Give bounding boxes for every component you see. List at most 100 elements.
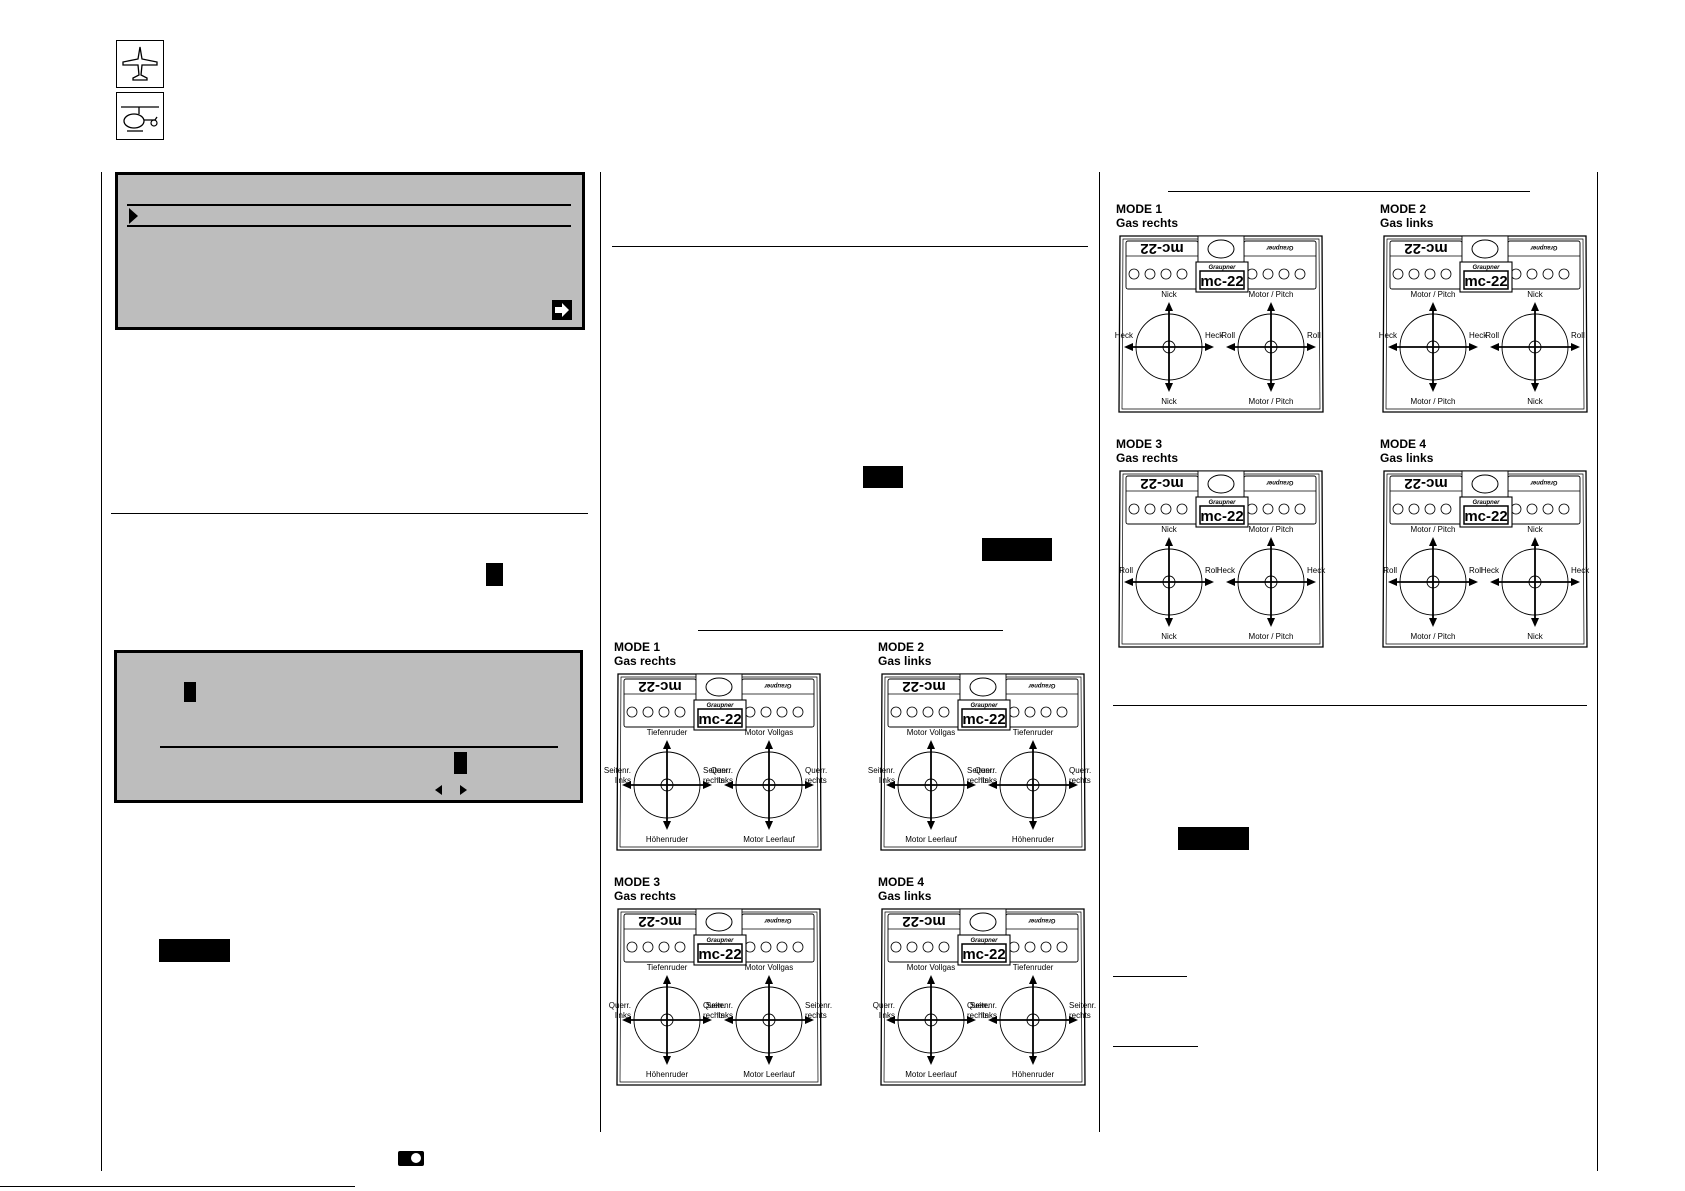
stick-label-left: Seitenr. bbox=[706, 1001, 733, 1010]
stick-label-right: Querr. bbox=[967, 1001, 989, 1010]
brand-label-inverted: mc-22 bbox=[902, 913, 945, 930]
stick-label-right: rechts bbox=[1069, 776, 1091, 785]
brand-top-label: Graupner bbox=[706, 938, 734, 944]
stick-label-left: Heck bbox=[1217, 566, 1236, 575]
brand-top-label: Graupner bbox=[1208, 500, 1236, 506]
stick-label-right: rechts bbox=[805, 776, 827, 785]
underline bbox=[1113, 1046, 1198, 1047]
stick-label-bottom: Höhenruder bbox=[1012, 835, 1055, 844]
stick-label-top: Motor Vollgas bbox=[907, 728, 955, 737]
stick-label-top: Motor / Pitch bbox=[1249, 290, 1294, 299]
brand-label: mc-22 bbox=[962, 946, 1005, 963]
stick-label-left: Roll bbox=[1485, 331, 1499, 340]
stick-label-left: Roll bbox=[1119, 566, 1133, 575]
stick-label-right: Heck bbox=[1571, 566, 1590, 575]
control-stick-gimbal bbox=[1124, 302, 1214, 392]
stick-label-left: Seitenr. bbox=[970, 1001, 997, 1010]
stick-label-top: Nick bbox=[1161, 290, 1178, 299]
stick-label-top: Nick bbox=[1161, 525, 1178, 534]
brand-top-label: Graupner bbox=[1208, 265, 1236, 271]
key-symbol bbox=[486, 563, 503, 586]
footer-rule bbox=[0, 1186, 355, 1187]
brand-label-inverted: mc-22 bbox=[638, 678, 681, 695]
stick-label-top: Motor / Pitch bbox=[1411, 290, 1456, 299]
control-stick-gimbal bbox=[724, 975, 814, 1065]
stick-label-right: Heck bbox=[1307, 566, 1326, 575]
control-stick-gimbal bbox=[724, 740, 814, 830]
stick-label-right: rechts bbox=[805, 1011, 827, 1020]
brand-label: mc-22 bbox=[698, 711, 741, 728]
arrow-left-icon[interactable] bbox=[435, 785, 442, 795]
stick-label-top: Tiefenruder bbox=[647, 963, 688, 972]
brand-top-inverted: Graupner bbox=[764, 682, 792, 688]
brand-label-inverted: mc-22 bbox=[1404, 240, 1447, 257]
stick-label-bottom: Nick bbox=[1161, 397, 1178, 406]
control-stick-gimbal bbox=[886, 975, 976, 1065]
control-stick-gimbal bbox=[1388, 537, 1478, 627]
next-arrow-icon[interactable] bbox=[552, 300, 572, 320]
control-stick-gimbal bbox=[1124, 537, 1214, 627]
stick-label-bottom: Motor / Pitch bbox=[1249, 397, 1294, 406]
control-stick-gimbal bbox=[1490, 537, 1580, 627]
stick-label-bottom: Höhenruder bbox=[1012, 1070, 1055, 1079]
stick-label-right: Heck bbox=[1469, 331, 1488, 340]
section-divider bbox=[1113, 705, 1587, 706]
brand-top-label: Graupner bbox=[1472, 265, 1500, 271]
lcd-display-mode-menu bbox=[115, 172, 585, 330]
throttle-side-label: Gas rechts bbox=[614, 654, 677, 668]
stick-label-right: rechts bbox=[967, 776, 989, 785]
stick-label-left: Roll bbox=[1383, 566, 1397, 575]
stick-label-right: Roll bbox=[1307, 331, 1321, 340]
column-rule bbox=[1099, 172, 1100, 1132]
brand-top-label: Graupner bbox=[970, 703, 998, 709]
stick-label-bottom: Motor Leerlauf bbox=[905, 835, 957, 844]
stick-label-top: Motor / Pitch bbox=[1249, 525, 1294, 534]
stick-label-bottom: Motor Leerlauf bbox=[743, 835, 795, 844]
mode-title: MODE 4 bbox=[878, 875, 925, 889]
mode-title: MODE 4 bbox=[1380, 437, 1427, 451]
brand-label-inverted: mc-22 bbox=[1404, 475, 1447, 492]
mode-title: MODE 2 bbox=[1380, 202, 1427, 216]
brand-label: mc-22 bbox=[1200, 273, 1243, 290]
stick-label-left: links bbox=[879, 1011, 895, 1020]
stick-label-right: Seitenr. bbox=[805, 1001, 832, 1010]
key-symbol bbox=[863, 466, 903, 488]
control-stick-gimbal bbox=[1226, 302, 1316, 392]
brand-label-inverted: mc-22 bbox=[1140, 475, 1183, 492]
battery-icon bbox=[398, 1151, 424, 1166]
control-stick-gimbal bbox=[886, 740, 976, 830]
underline bbox=[1113, 976, 1187, 977]
control-stick-gimbal bbox=[622, 975, 712, 1065]
throttle-side-label: Gas links bbox=[878, 889, 932, 903]
brand-label: mc-22 bbox=[962, 711, 1005, 728]
stick-label-top: Tiefenruder bbox=[1013, 963, 1054, 972]
brand-top-inverted: Graupner bbox=[1266, 479, 1294, 485]
arrow-right-icon[interactable] bbox=[460, 785, 467, 795]
stick-label-left: Querr. bbox=[975, 766, 997, 775]
brand-label: mc-22 bbox=[1464, 508, 1507, 525]
brand-top-label: Graupner bbox=[1472, 500, 1500, 506]
stick-label-left: Querr. bbox=[711, 766, 733, 775]
stick-label-right: Roll bbox=[1205, 566, 1219, 575]
lcd-display-stick-mode bbox=[114, 650, 583, 803]
throttle-side-label: Gas rechts bbox=[1116, 451, 1179, 465]
stick-label-right: Querr. bbox=[805, 766, 827, 775]
stick-label-left: links bbox=[717, 776, 733, 785]
brand-label: mc-22 bbox=[1464, 273, 1507, 290]
column-rule bbox=[101, 172, 102, 1171]
stick-label-left: links bbox=[879, 776, 895, 785]
stick-label-bottom: Motor / Pitch bbox=[1411, 632, 1456, 641]
stick-label-right: Roll bbox=[1469, 566, 1483, 575]
stick-label-top: Nick bbox=[1527, 290, 1544, 299]
stick-label-bottom: Nick bbox=[1527, 632, 1544, 641]
stick-label-bottom: Motor Leerlauf bbox=[743, 1070, 795, 1079]
stick-label-right: Seitenr. bbox=[967, 766, 994, 775]
control-stick-gimbal bbox=[1226, 537, 1316, 627]
stick-label-top: Motor Vollgas bbox=[745, 728, 793, 737]
control-stick-gimbal bbox=[1388, 302, 1478, 392]
